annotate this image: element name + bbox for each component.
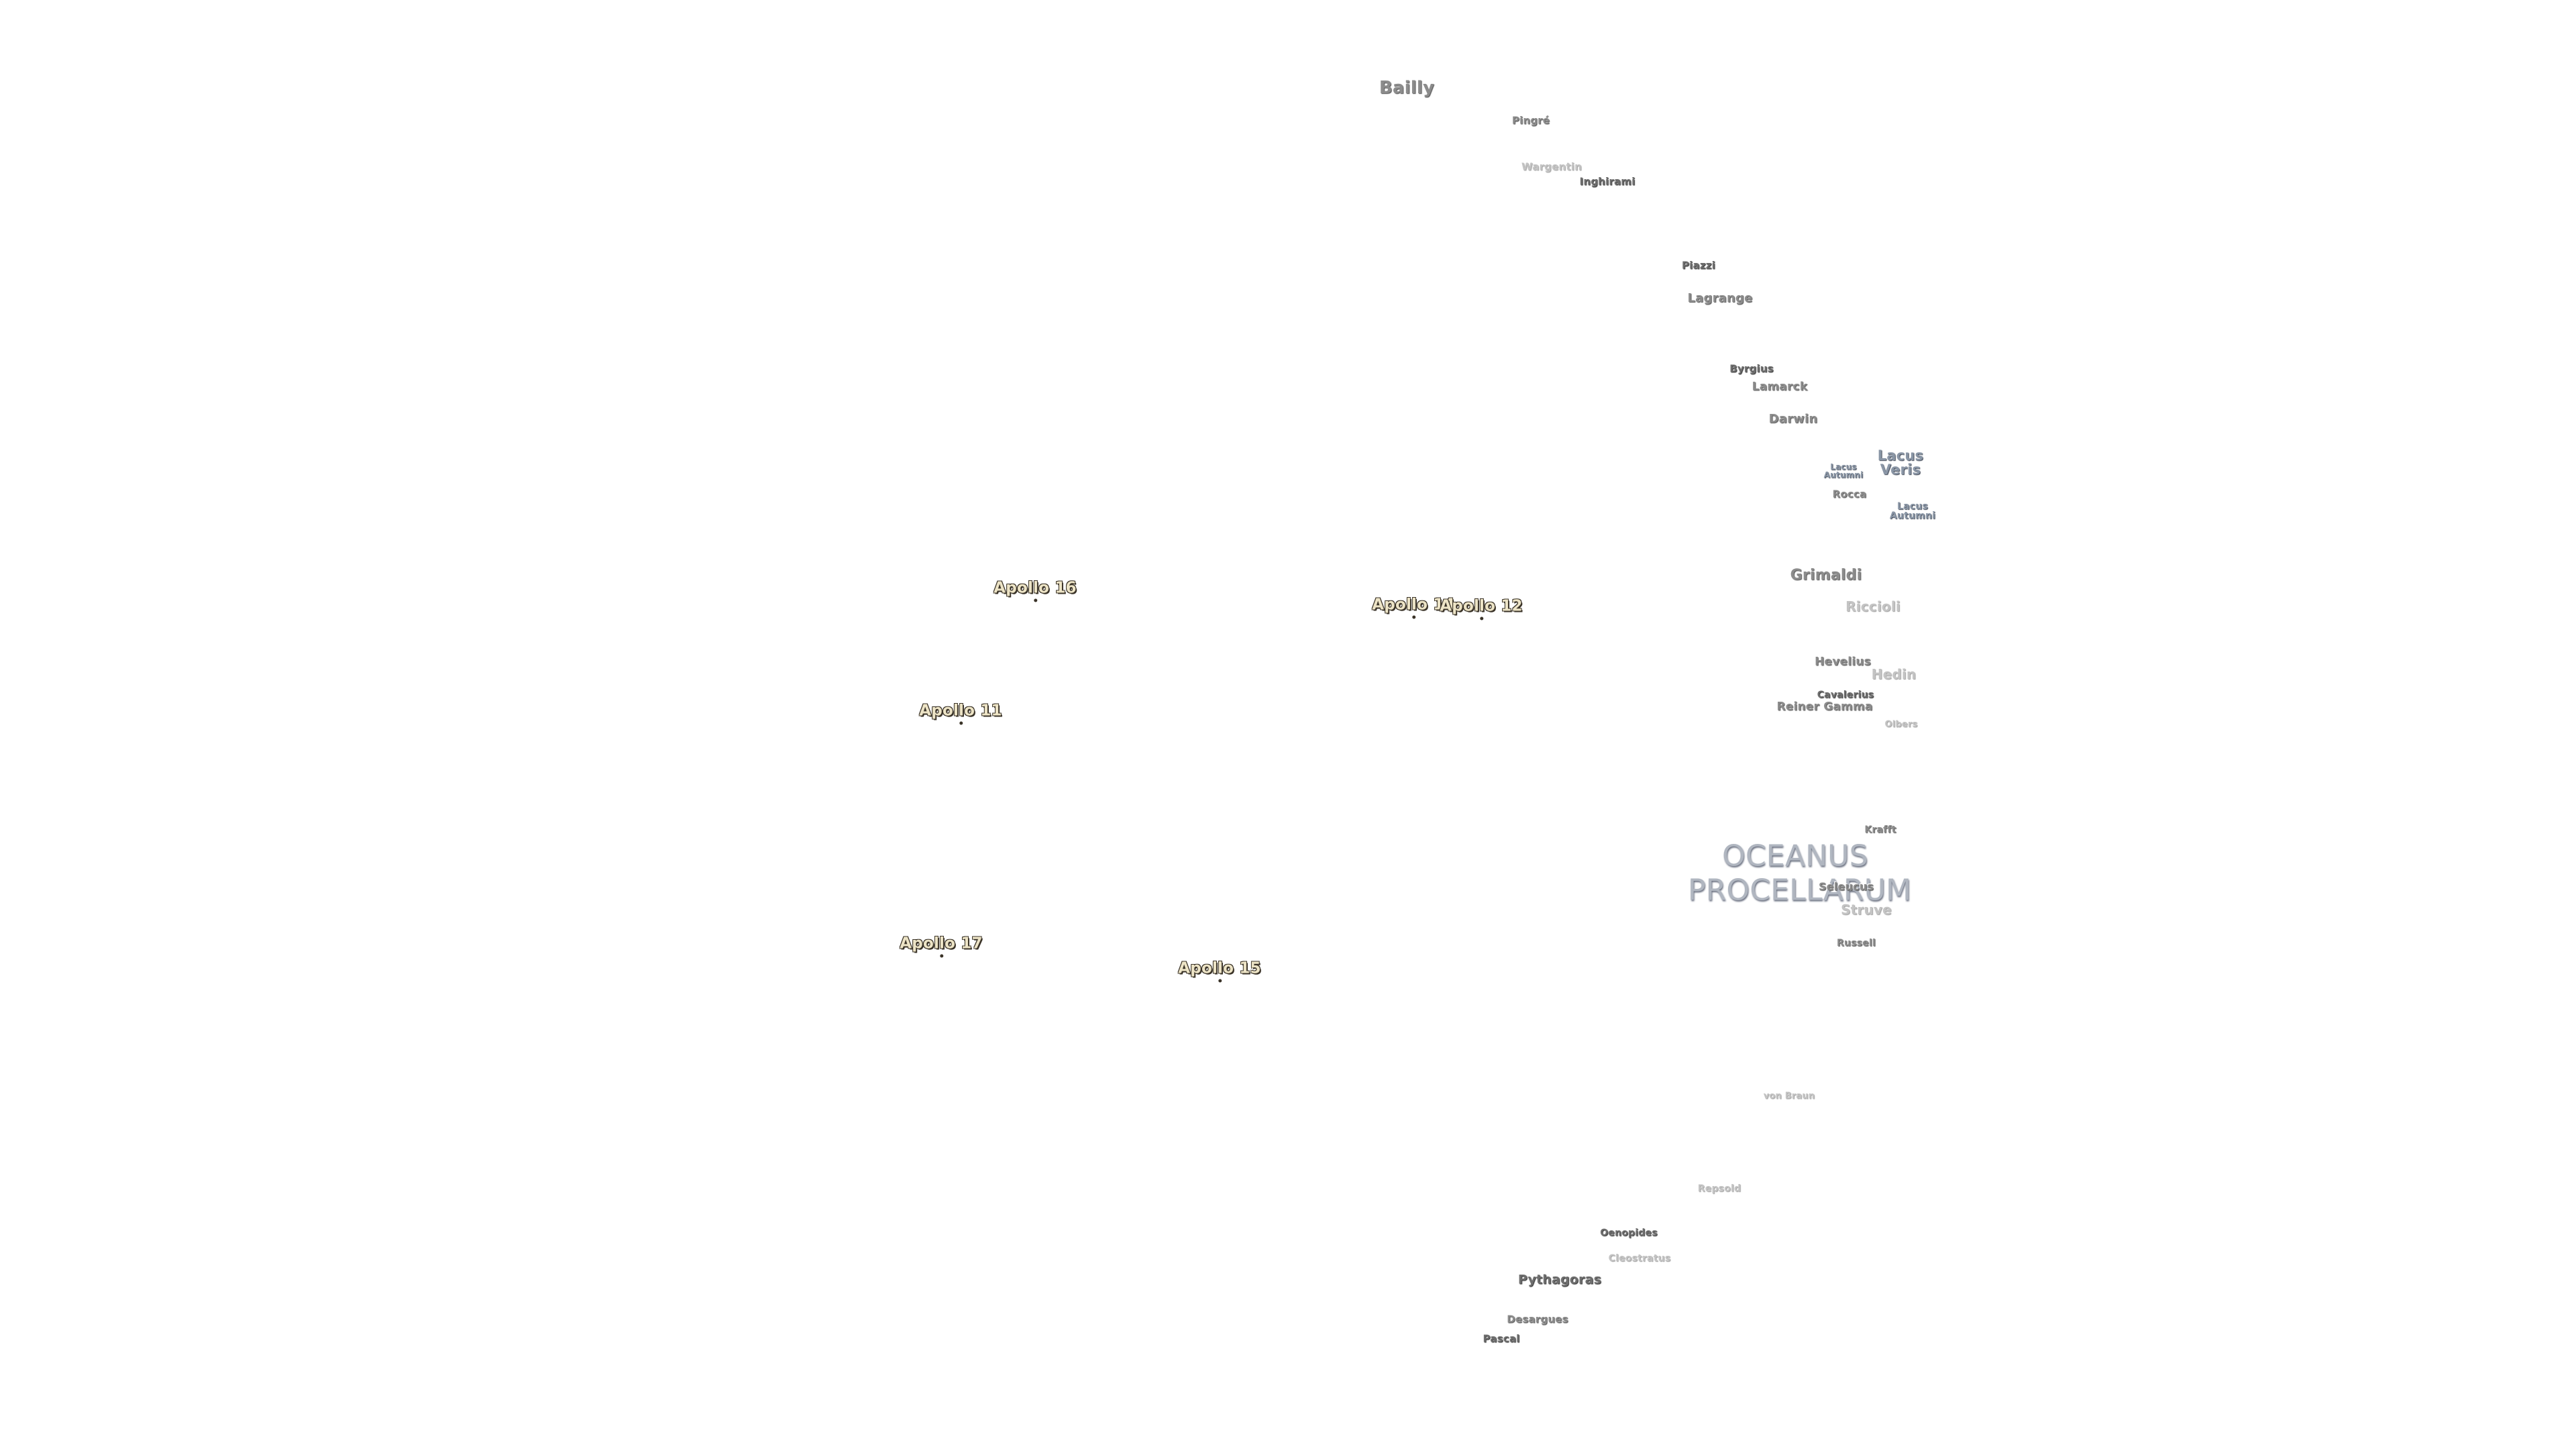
marker-apollo-17[interactable]: Apollo 17 bbox=[900, 934, 983, 958]
label-wargentin: Wargentin bbox=[1521, 160, 1582, 173]
label-hedin: Hedin bbox=[1871, 666, 1917, 682]
label-oceanus-procellarum: OCEANUS PROCELLARUM bbox=[1688, 839, 1912, 907]
label-lacus-autumni-small: Lacus Autumni bbox=[1823, 462, 1864, 480]
label-piazzi: Piazzi bbox=[1681, 259, 1716, 272]
landing-site-icon bbox=[1033, 598, 1037, 602]
label-reiner-gamma: Reiner Gamma bbox=[1776, 700, 1873, 714]
label-russell: Russell bbox=[1837, 938, 1876, 949]
landing-site-icon bbox=[1411, 615, 1415, 619]
label-lamarck: Lamarck bbox=[1752, 380, 1808, 394]
marker-apollo-15[interactable]: Apollo 15 bbox=[1178, 959, 1261, 983]
label-pascal: Pascal bbox=[1483, 1332, 1520, 1345]
apollo-17-label: Apollo 17 bbox=[900, 934, 983, 953]
label-struve: Struve bbox=[1841, 902, 1892, 918]
landing-site-icon bbox=[1218, 979, 1222, 983]
apollo-12-label: Apollo 12 bbox=[1440, 597, 1523, 615]
marker-apollo-16[interactable]: Apollo 16 bbox=[994, 579, 1077, 602]
label-lacus-veris: Lacus Veris bbox=[1877, 447, 1924, 478]
apollo-11-label: Apollo 11 bbox=[919, 702, 1002, 720]
landing-site-icon bbox=[1479, 616, 1483, 621]
label-bailly: Bailly bbox=[1379, 78, 1435, 98]
label-olbers: Olbers bbox=[1884, 719, 1918, 730]
apollo-16-label: Apollo 16 bbox=[994, 579, 1077, 597]
label-lagrange: Lagrange bbox=[1687, 291, 1753, 305]
label-riccioli: Riccioli bbox=[1845, 598, 1900, 614]
label-von-braun: von Braun bbox=[1763, 1091, 1815, 1102]
label-repsold: Repsold bbox=[1697, 1183, 1741, 1194]
marker-apollo-14[interactable]: Apollo 14 bbox=[1372, 596, 1455, 619]
label-pythagoras: Pythagoras bbox=[1517, 1272, 1602, 1287]
label-grimaldi: Grimaldi bbox=[1790, 567, 1862, 584]
label-hevelius: Hevelius bbox=[1815, 655, 1871, 669]
apollo-14-label: Apollo 14 bbox=[1372, 596, 1455, 614]
marker-apollo-12[interactable]: Apollo 12 bbox=[1440, 597, 1523, 621]
label-cavalerius: Cavalerius bbox=[1817, 690, 1874, 700]
marker-apollo-11[interactable]: Apollo 11 bbox=[919, 702, 1002, 725]
label-darwin: Darwin bbox=[1768, 412, 1818, 426]
label-byrgius: Byrgius bbox=[1729, 362, 1774, 375]
label-desargues: Desargues bbox=[1507, 1313, 1568, 1326]
label-rocca: Rocca bbox=[1832, 488, 1867, 500]
landing-site-icon bbox=[959, 721, 963, 725]
apollo-15-label: Apollo 15 bbox=[1178, 959, 1261, 977]
landing-site-icon bbox=[939, 954, 943, 958]
label-cleostratus: Cleostratus bbox=[1608, 1253, 1671, 1264]
label-krafft: Krafft bbox=[1864, 824, 1896, 835]
label-lacus-autumni: Lacus Autumni bbox=[1889, 501, 1936, 521]
label-inghirami: Inghirami bbox=[1579, 175, 1635, 188]
label-pingre: Pingré bbox=[1511, 114, 1550, 127]
label-oenopides: Oenopides bbox=[1600, 1228, 1658, 1238]
label-seleucus: Seleucus bbox=[1818, 880, 1874, 893]
